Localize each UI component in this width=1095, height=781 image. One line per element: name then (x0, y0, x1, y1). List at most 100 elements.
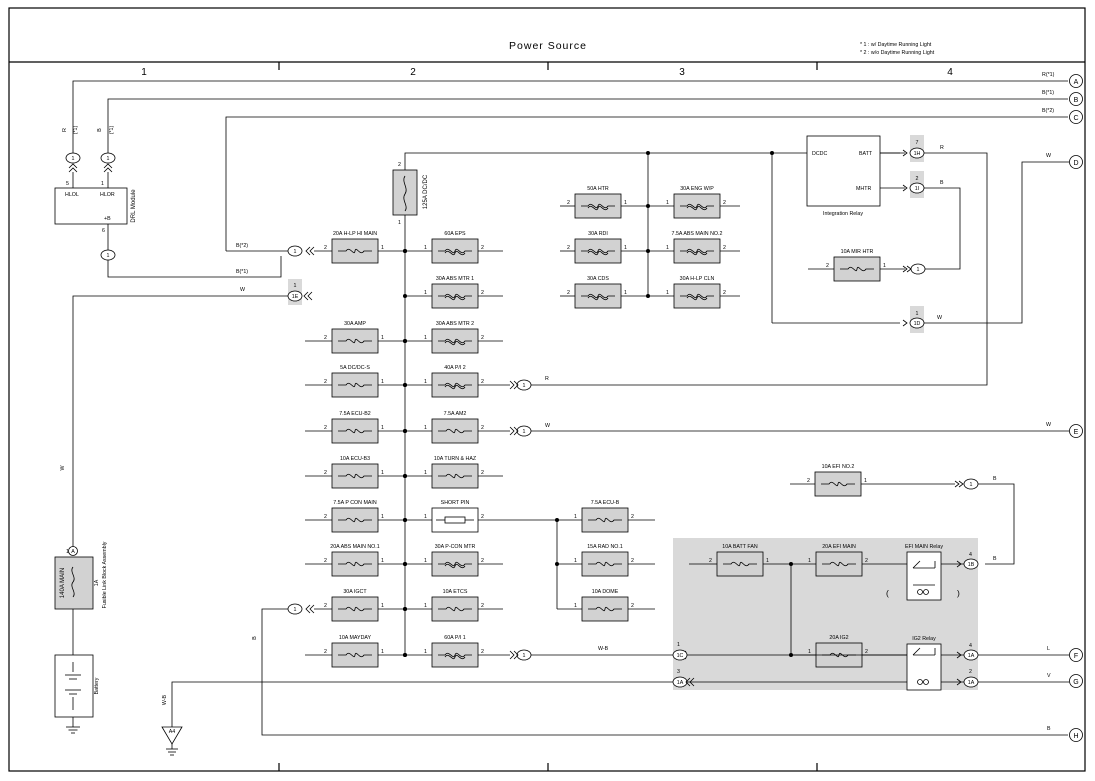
fuse-label: 15A RAD NO.1 (587, 544, 623, 550)
svg-text:1B: 1B (968, 562, 975, 568)
svg-text:BATT: BATT (859, 151, 873, 157)
top-wires (72, 80, 1068, 251)
battery-label: Battery (94, 677, 100, 694)
pin-number: 2 (324, 335, 327, 341)
svg-text:1A: 1A (94, 579, 100, 586)
terminal-a: A (1074, 79, 1079, 86)
pin-number: 2 (324, 245, 327, 251)
pin-number: 2 (481, 470, 484, 476)
svg-text:HLOR: HLOR (100, 192, 115, 198)
pin-number: 1 (381, 649, 384, 655)
svg-text:Fusible Link Block Assembly: Fusible Link Block Assembly (102, 541, 108, 608)
fuse-label: 10A MIR HTR (841, 249, 874, 255)
drl-module-label: DRL Module (131, 189, 137, 223)
pin-number: 2 (324, 425, 327, 431)
connector-1-h-lp: 1 (287, 245, 315, 257)
terminal-h: H (1073, 733, 1078, 740)
pin-number: 2 (481, 558, 484, 564)
svg-text:1: 1 (916, 311, 919, 317)
pin-number: 2 (723, 200, 726, 206)
pin-number: 2 (723, 245, 726, 251)
pin-number: 1 (381, 514, 384, 520)
terminal-b: B (1074, 97, 1079, 104)
fuse-label: 7.5A ABS MAIN NO.2 (672, 231, 723, 237)
pin-number: 1 (666, 200, 669, 206)
svg-text:W: W (545, 423, 550, 429)
connector-1i: 2 1I B (902, 171, 961, 270)
column-markers: 1 2 3 4 (141, 62, 953, 771)
pin-number: 1 (424, 245, 427, 251)
wire-label-c: B(*2) (1042, 108, 1054, 114)
svg-text:1: 1 (677, 642, 680, 648)
fuse-label: 30A P-CON MTR (435, 544, 476, 550)
fuse-label: 30A RDI (588, 231, 608, 237)
svg-text:5: 5 (66, 181, 69, 187)
svg-text:1: 1 (101, 181, 104, 187)
svg-text:(: ( (886, 588, 889, 598)
pin-number: 1 (424, 603, 427, 609)
fusible-link-block: 1 A 140A MAIN 1A Fusible Link Block Asse… (54, 541, 108, 655)
pin-number: 2 (631, 603, 634, 609)
fuse-label: 40A P/I 2 (444, 365, 466, 371)
connector-1d: 1 1D W W (902, 153, 1069, 333)
pin-number: 1 (808, 558, 811, 564)
connector-1e (287, 290, 303, 302)
svg-text:1C: 1C (677, 653, 684, 659)
svg-text:HLOL: HLOL (65, 192, 79, 198)
svg-text:(*1): (*1) (109, 126, 115, 135)
svg-text:1: 1 (66, 549, 69, 555)
svg-text:1: 1 (917, 267, 920, 273)
svg-text:1D: 1D (914, 321, 921, 327)
dcdc-fuse: 2 1 125A DC/DC (392, 152, 900, 655)
fuse-label: 10A DOME (592, 589, 619, 595)
svg-text:1: 1 (523, 383, 526, 389)
efi-main-relay-label: EFI MAIN Relay (905, 544, 943, 550)
svg-text:6: 6 (102, 228, 105, 234)
connector-1-efi2: 1 B (954, 476, 1015, 565)
pin-number: 2 (324, 649, 327, 655)
pin-number: 2 (481, 335, 484, 341)
wire-label-w: W (240, 287, 245, 293)
pin-number: 2 (631, 558, 634, 564)
svg-text:W: W (60, 466, 66, 471)
diagram-frame (8, 7, 1086, 772)
svg-text:L: L (1047, 646, 1050, 652)
svg-text:W-B: W-B (162, 694, 168, 705)
fuse-label: 10A TURN & HAZ (434, 456, 477, 462)
svg-text:W: W (1046, 422, 1051, 428)
pin-number: 1 (424, 425, 427, 431)
wire-label-b: B(*1) (1042, 90, 1054, 96)
terminal-c: C (1073, 115, 1078, 122)
fuse-label: 60A P/I 1 (444, 635, 466, 641)
engine-room-block: 1C 1 1A 3 EFI MAIN Relay ( ) 4 1B B IG2 … (672, 544, 1069, 691)
pin-number: 1 (624, 200, 627, 206)
pin-number: 2 (324, 379, 327, 385)
svg-text:+B: +B (104, 216, 111, 222)
pin-number: 2 (865, 558, 868, 564)
pin-number: 2 (567, 290, 570, 296)
svg-text:A4: A4 (169, 729, 176, 735)
svg-text:1: 1 (107, 253, 110, 259)
svg-text:1: 1 (523, 429, 526, 435)
pin-number: 1 (424, 335, 427, 341)
svg-text:7: 7 (916, 140, 919, 146)
svg-text:B: B (252, 636, 258, 640)
wire-label-b2: B(*2) (236, 243, 248, 249)
pin-number: 2 (324, 558, 327, 564)
terminal-g: G (1073, 679, 1078, 686)
svg-text:B: B (1047, 726, 1051, 732)
pin-number: 2 (631, 514, 634, 520)
svg-text:1: 1 (294, 249, 297, 255)
svg-text:2: 2 (398, 162, 401, 168)
pin-number: 2 (807, 478, 810, 484)
